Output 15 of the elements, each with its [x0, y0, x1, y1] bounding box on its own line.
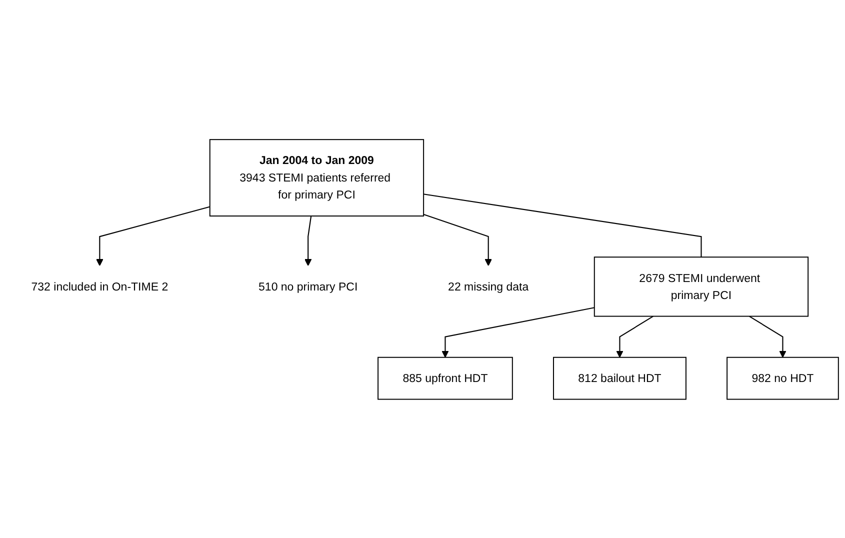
- arrow: [442, 306, 594, 358]
- node-box: Jan 2004 to Jan 2009 3943 STEMI patients referred for primary PCI: [209, 138, 424, 216]
- node-box: 885 upfront HDT: [378, 356, 513, 400]
- node-box: 2679 STEMI underwent primary PCI: [594, 256, 809, 316]
- node-text: 22 missing data: [448, 279, 529, 292]
- arrow: [749, 315, 786, 358]
- arrow: [304, 216, 312, 266]
- node-box: 982 no HDT: [726, 356, 839, 400]
- arrow: [616, 315, 654, 358]
- node-text: 732 included in On-TIME 2: [31, 279, 168, 292]
- arrow: [96, 206, 210, 266]
- arrow: [423, 213, 492, 266]
- connector: [423, 193, 702, 257]
- node-box: 812 bailout HDT: [553, 356, 686, 400]
- node-text: 510 no primary PCI: [258, 279, 358, 292]
